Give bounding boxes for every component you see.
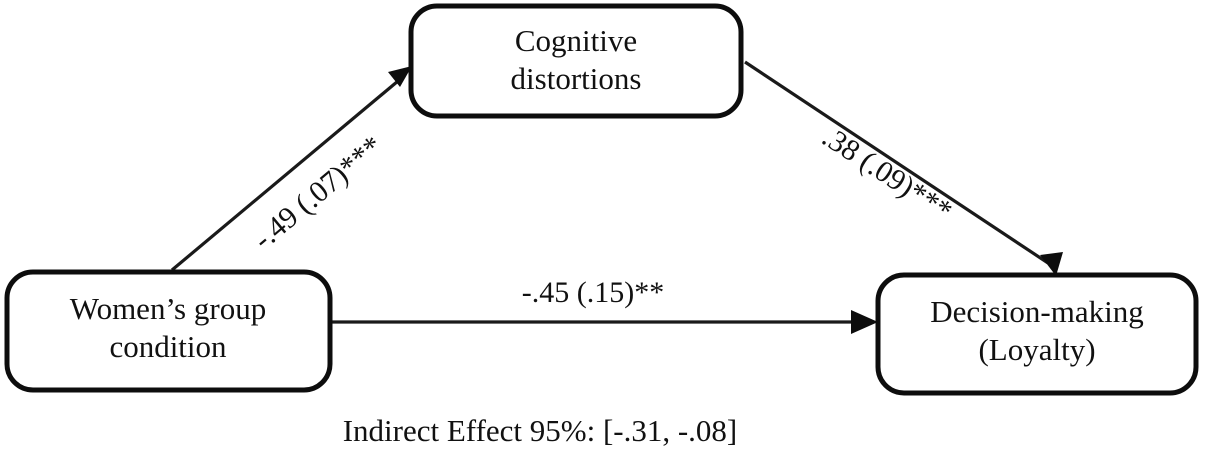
node-mediator-label-line2: distortions [511,61,642,96]
node-outcome-label-line2: (Loyalty) [978,332,1095,367]
node-mediator-box[interactable] [408,3,744,119]
node-mediator[interactable]: Cognitive distortions [408,3,744,119]
node-predictor-box[interactable] [4,269,333,393]
node-predictor[interactable]: Women’s group condition [4,269,333,393]
path-b-coefficient-label: .38 (.09)*** [816,120,958,228]
path-b-group: .38 (.09)*** [744,60,1063,276]
path-a-arrowhead-icon [388,66,412,87]
node-outcome[interactable]: Decision-making (Loyalty) [875,272,1199,396]
node-outcome-box[interactable] [875,272,1199,396]
path-c-prime-group: -.45 (.15)** [330,276,878,334]
node-mediator-label-line1: Cognitive [515,23,637,58]
path-a-group: -.49 (.07)*** [170,66,412,272]
path-b-arrowhead-icon [1040,252,1063,276]
path-c-prime-arrowhead-icon [851,310,878,334]
node-predictor-label-line2: condition [109,329,227,364]
path-b-line [744,60,1049,265]
indirect-effect-caption: Indirect Effect 95%: [-.31, -.08] [343,413,738,448]
node-predictor-label-line1: Women’s group [70,291,266,326]
node-outcome-label-line1: Decision-making [930,294,1144,329]
path-a-line [170,74,406,272]
path-c-prime-coefficient-label: -.45 (.15)** [522,276,664,309]
